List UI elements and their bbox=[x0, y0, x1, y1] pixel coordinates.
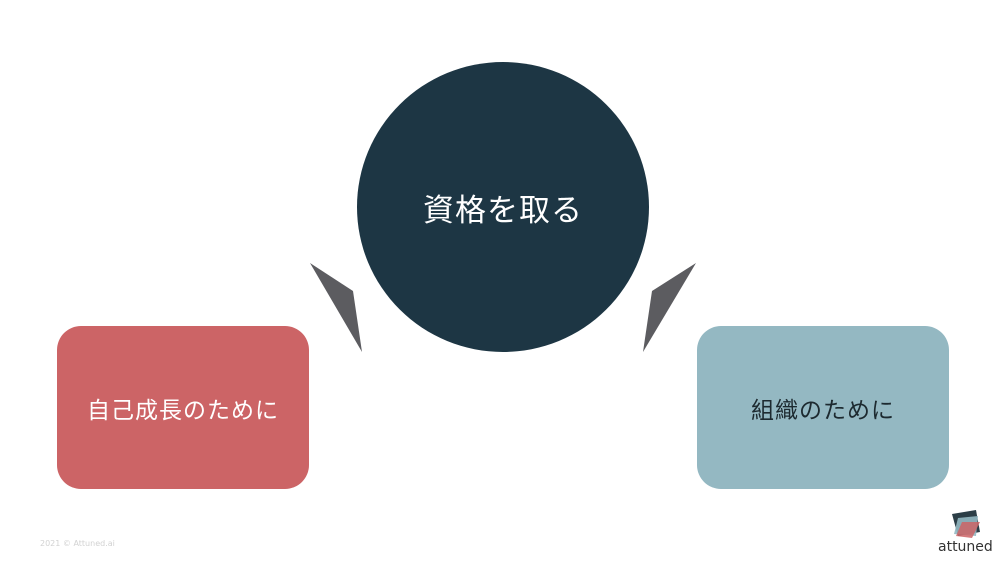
center-node-label: 資格を取る bbox=[423, 192, 583, 229]
connector-left-arrow bbox=[310, 263, 362, 352]
copyright-text: 2021 © Attuned.ai bbox=[40, 539, 115, 548]
connector-right-arrow bbox=[643, 263, 696, 352]
center-node: 資格を取る bbox=[357, 62, 649, 352]
brand-wordmark: attuned bbox=[938, 539, 993, 555]
attuned-logo-icon bbox=[952, 510, 980, 538]
left-node-label: 自己成長のために bbox=[87, 397, 279, 424]
right-node-label: 組織のために bbox=[751, 397, 895, 424]
right-node: 組織のために bbox=[697, 326, 949, 489]
left-node: 自己成長のために bbox=[57, 326, 309, 489]
